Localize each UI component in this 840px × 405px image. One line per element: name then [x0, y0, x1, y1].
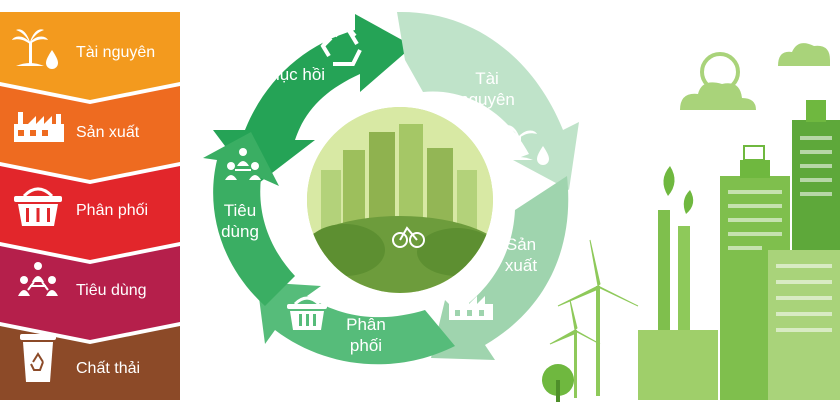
people-group-icon — [225, 148, 261, 180]
green-city-skyline-illustration — [530, 0, 840, 405]
recycle-icon — [320, 20, 362, 66]
city-graphic — [542, 43, 840, 402]
cycle-label-production: Sản xuất — [504, 235, 538, 275]
basket-icon — [287, 296, 327, 330]
cycle-label-resources: Tài nguyên — [459, 69, 515, 109]
cycle-segment-recovery — [213, 14, 413, 186]
cycle-label-consumption: Tiêu dùng — [221, 201, 259, 241]
stack-label-resources: Tài nguyên — [76, 44, 156, 61]
cycle-label-distribution: Phân phối — [346, 315, 386, 355]
cycle-segment-distribution — [257, 282, 455, 365]
stack-graphic — [0, 12, 180, 400]
green-city-illustration — [300, 100, 500, 300]
factory-icon — [14, 112, 64, 142]
stack-label-production: Sản xuất — [76, 124, 140, 141]
stack-label-waste: Chất thải — [76, 360, 141, 377]
circular-economy-cycle: Phục hồi Tài nguyên Sản xuất Phân phối T… — [195, 0, 605, 405]
people-group-icon — [18, 262, 58, 296]
cycle-segment-consumption — [203, 132, 295, 306]
wind-turbine-icon — [549, 239, 639, 398]
recycle-bin-icon — [20, 334, 56, 382]
basket-icon — [14, 187, 62, 226]
factory-icon — [449, 294, 493, 320]
tree-icon — [542, 364, 574, 402]
linear-economy-stack: Tài nguyên Sản xuất Phân phối Tiêu dùng … — [0, 0, 190, 405]
palm-water-drop-icon — [501, 125, 549, 165]
cycle-label-recovery: Phục hồi — [258, 65, 326, 84]
stack-label-consumption: Tiêu dùng — [76, 282, 147, 299]
building-windows — [728, 136, 832, 332]
stack-band-resources — [0, 12, 180, 100]
sun-cloud-icon — [680, 43, 830, 110]
cycle-graphic — [203, 11, 579, 365]
stack-label-distribution: Phân phối — [76, 202, 149, 219]
palm-water-drop-icon — [12, 29, 58, 69]
stack-band-consumption — [0, 246, 180, 340]
chimney-icon — [638, 166, 718, 400]
stack-band-production — [0, 86, 180, 180]
cycle-segment-resources — [397, 11, 579, 190]
